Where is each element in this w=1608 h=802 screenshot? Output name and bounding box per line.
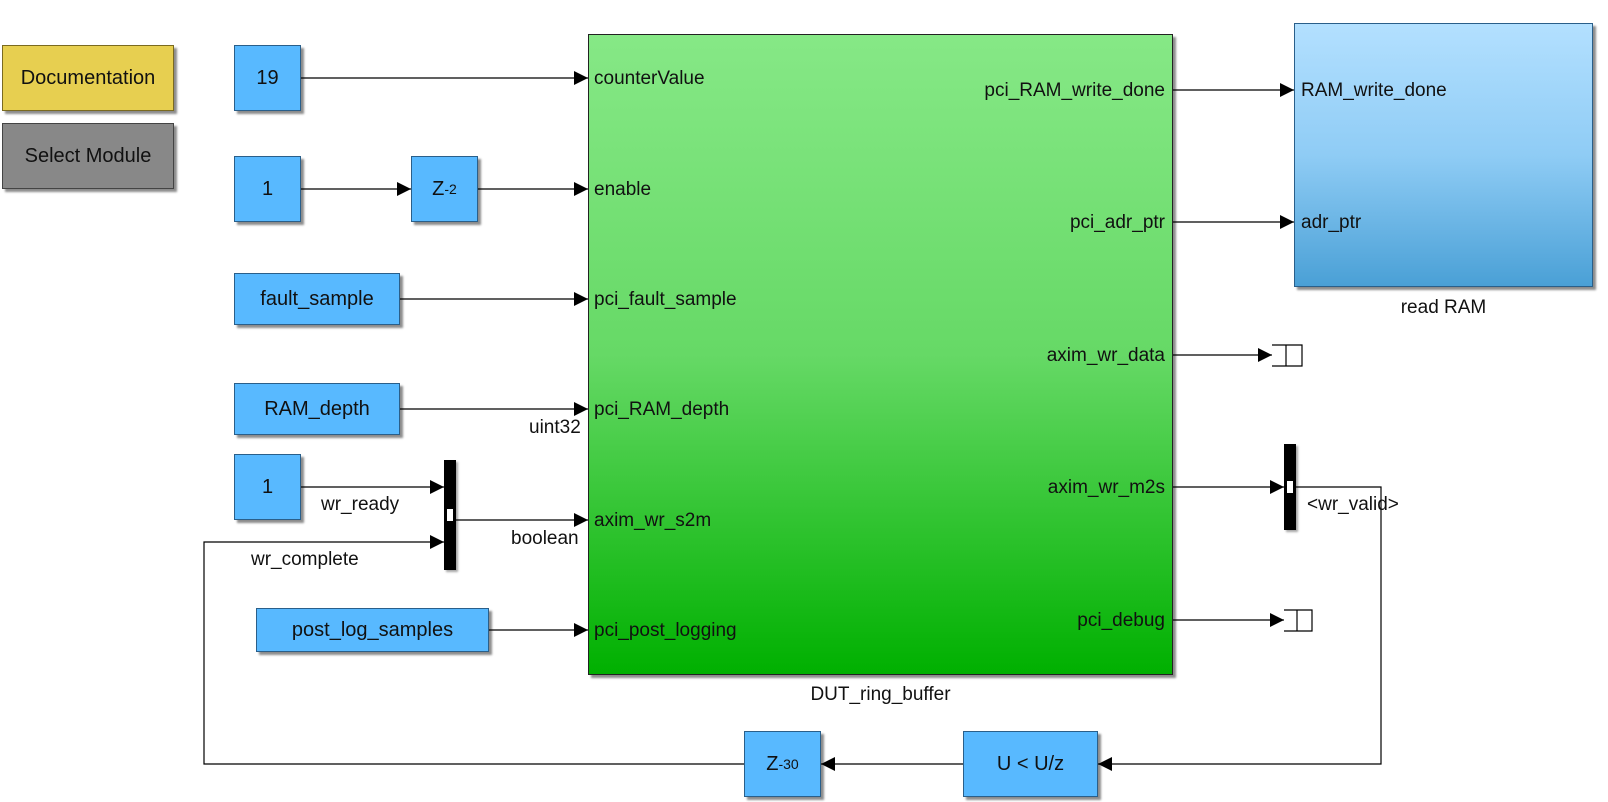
- bus-creator-mark: [446, 508, 454, 522]
- constant-post-log-samples[interactable]: post_log_samples: [256, 608, 489, 652]
- dut-ring-buffer-block[interactable]: counterValue enable pci_fault_sample pci…: [588, 34, 1173, 675]
- constant-counter-value[interactable]: 19: [234, 45, 301, 111]
- dut-output-pci-ram-write-done: pci_RAM_write_done: [984, 80, 1165, 101]
- delay-enable-block[interactable]: Z-2: [411, 156, 478, 222]
- dut-output-axim-wr-m2s: axim_wr_m2s: [1047, 477, 1165, 498]
- dut-output-pci-debug: pci_debug: [1077, 610, 1165, 631]
- terminator-axim-wr-data: [1272, 344, 1303, 367]
- delay-enable-exp: -2: [444, 181, 457, 197]
- bus-creator-s2m[interactable]: [444, 460, 456, 570]
- line-wr-complete: [203, 535, 744, 765]
- dut-input-pci-ram-depth: pci_RAM_depth: [594, 399, 730, 420]
- terminator-pci-debug: [1284, 609, 1313, 632]
- delay-feedback-exp: -30: [778, 756, 799, 772]
- dut-input-axim-wr-s2m: axim_wr_s2m: [594, 510, 712, 531]
- signal-label-wr-complete: wr_complete: [251, 549, 359, 570]
- delay-enable-base: Z: [432, 177, 445, 200]
- constant-fault-sample[interactable]: fault_sample: [234, 273, 400, 325]
- signal-label-wr-valid: <wr_valid>: [1307, 494, 1399, 515]
- delay-feedback-block[interactable]: Z-30: [744, 731, 821, 797]
- constant-wr-ready[interactable]: 1: [234, 454, 301, 520]
- dut-input-pci-post-logging: pci_post_logging: [594, 620, 737, 641]
- signal-label-wr-ready: wr_ready: [321, 494, 400, 515]
- delay-feedback-base: Z: [766, 752, 779, 775]
- ram-input-write-done: RAM_write_done: [1301, 80, 1447, 101]
- line-wr-valid: [1098, 486, 1382, 771]
- read-ram-block-name: read RAM: [1400, 297, 1487, 318]
- ram-input-adr-ptr: adr_ptr: [1301, 212, 1362, 233]
- constant-enable[interactable]: 1: [234, 156, 301, 222]
- dut-output-pci-adr-ptr: pci_adr_ptr: [1069, 212, 1165, 233]
- documentation-button[interactable]: Documentation: [2, 45, 174, 111]
- select-module-button[interactable]: Select Module: [2, 123, 174, 189]
- rising-edge-detect-block[interactable]: U < U/z: [963, 731, 1098, 797]
- dut-block-name: DUT_ring_buffer: [810, 684, 951, 705]
- signal-label-uint32: uint32: [529, 417, 581, 438]
- dut-input-enable: enable: [594, 179, 652, 200]
- constant-ram-depth[interactable]: RAM_depth: [234, 383, 400, 435]
- bus-selector-mark: [1286, 480, 1294, 494]
- signal-label-boolean: boolean: [511, 528, 579, 549]
- dut-input-counter-value: counterValue: [594, 68, 705, 89]
- bus-selector-m2s[interactable]: [1284, 444, 1296, 530]
- read-ram-block[interactable]: RAM_write_done adr_ptr: [1294, 23, 1593, 287]
- dut-output-axim-wr-data: axim_wr_data: [1046, 345, 1165, 366]
- dut-input-pci-fault-sample: pci_fault_sample: [594, 289, 737, 310]
